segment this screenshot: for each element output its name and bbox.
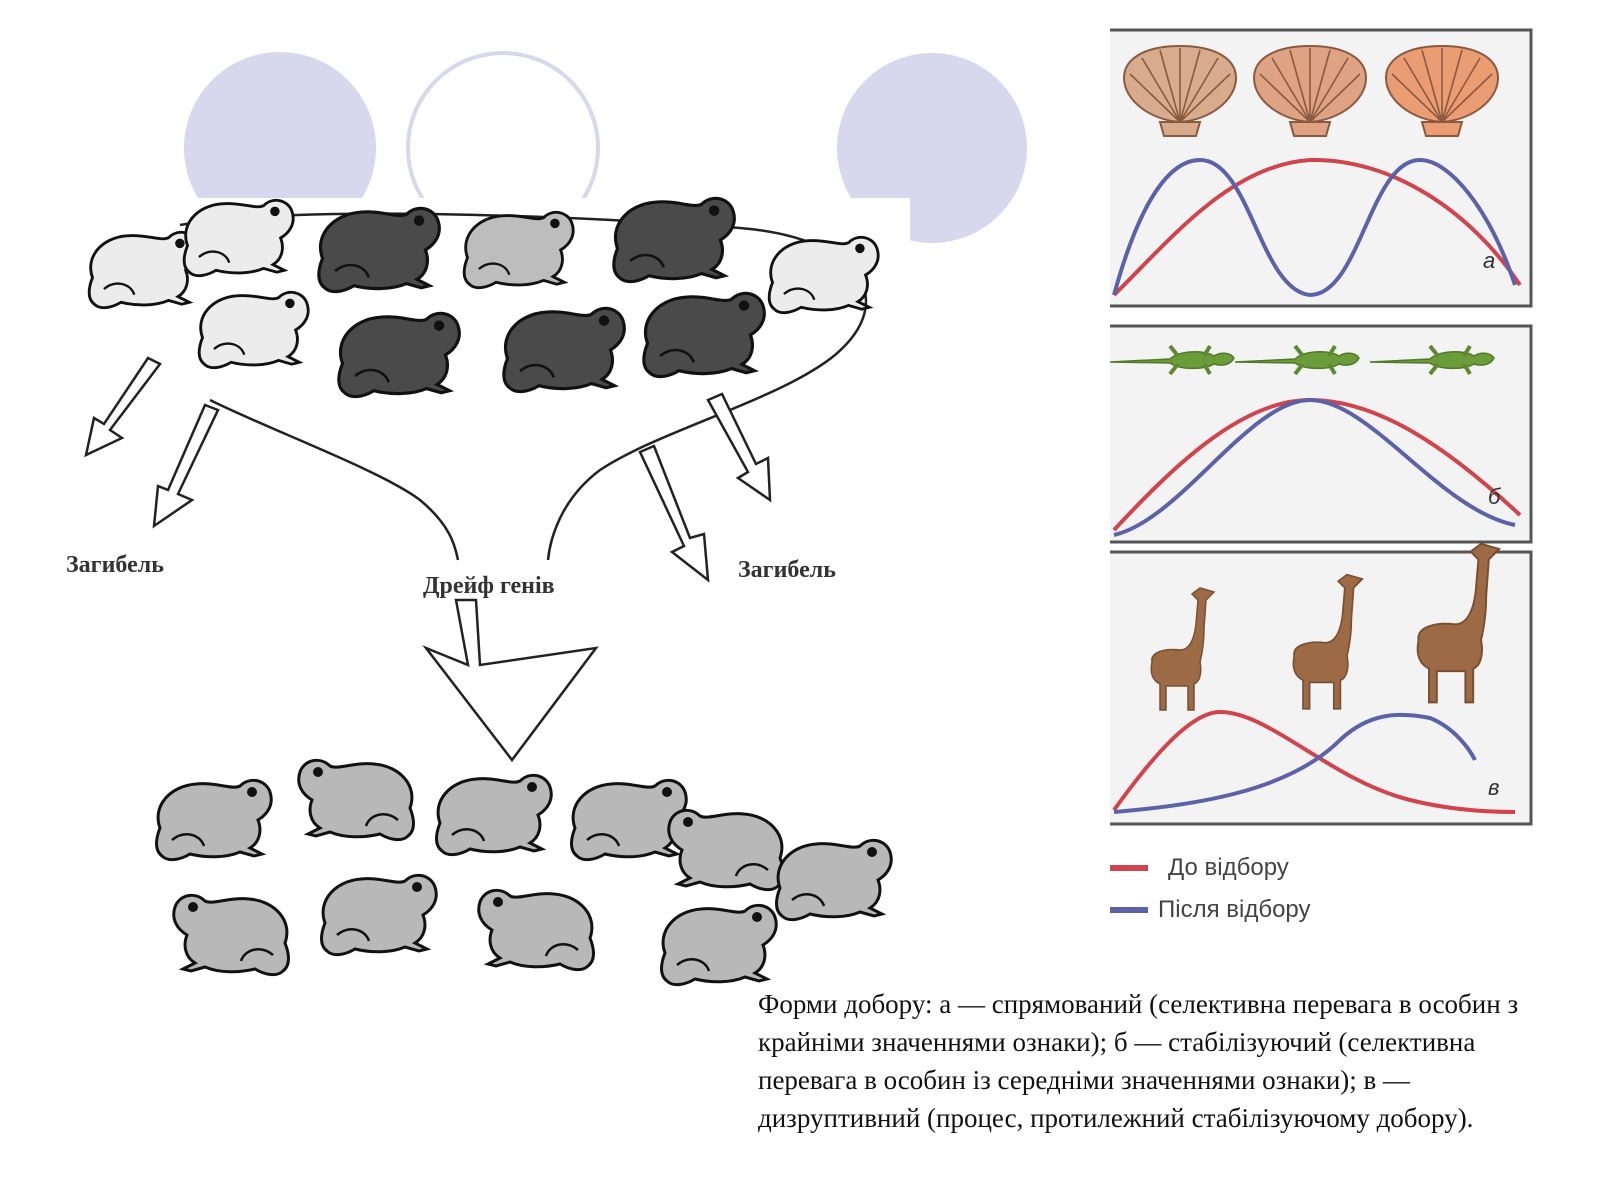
curve-after-b — [1113, 397, 1516, 537]
decor-circle-3 — [837, 53, 1027, 243]
frog-icon — [172, 893, 290, 977]
arrow-icon — [152, 403, 220, 529]
frog-icon — [502, 306, 626, 394]
frog-icon — [197, 290, 310, 370]
panel-stabilizing: б — [1110, 324, 1533, 544]
death-label-left: Загибель — [66, 552, 164, 578]
death-label-right: Загибель — [738, 557, 836, 583]
panel-letter-c: в — [1488, 775, 1499, 800]
legend-after-label: Після відбору — [1158, 896, 1311, 923]
frog-icon — [435, 773, 553, 857]
frog-icon — [570, 778, 688, 862]
drift-label: Дрейф генів — [423, 573, 555, 599]
frog-icon — [477, 888, 595, 972]
curve-after-a — [1112, 157, 1517, 298]
frog-icon — [182, 198, 295, 278]
curve-before-a — [1112, 157, 1522, 297]
frog-icon — [667, 808, 785, 892]
frog-icon — [297, 758, 415, 842]
selection-forms-figure: а б в До відбору Після відбору — [1110, 28, 1533, 923]
gene-drift-figure: Загибель Дрейф генів Загибель — [66, 51, 1027, 987]
frog-icon — [337, 311, 461, 399]
frog-icon — [660, 903, 778, 987]
arrow-icon — [706, 392, 772, 503]
panel-disruptive: в — [1110, 542, 1533, 826]
decor-circle-1 — [184, 52, 376, 244]
legend: До відбору Після відбору — [1110, 854, 1311, 923]
arrow-icon — [638, 444, 710, 583]
frog-icon — [155, 778, 273, 862]
curve-after-c — [1113, 712, 1477, 814]
frog-icon — [317, 206, 441, 294]
frog-icon — [642, 291, 766, 379]
arrow-icon — [84, 356, 162, 458]
panel-letter-a: а — [1483, 248, 1495, 273]
frog-icon — [462, 210, 575, 290]
frog-icon — [775, 838, 893, 922]
frog-icon — [320, 873, 438, 957]
frog-icon — [87, 230, 200, 310]
curve-before-c — [1112, 709, 1516, 814]
legend-before-label: До відбору — [1168, 854, 1289, 881]
panel-letter-b: б — [1488, 484, 1502, 509]
figure-caption: Форми добору: а — спрямований (селективн… — [758, 989, 1519, 1133]
panel-directional: а — [1110, 28, 1533, 308]
frog-icon — [612, 196, 736, 284]
drift-arrow-icon — [422, 598, 599, 763]
frog-icon — [767, 235, 880, 315]
